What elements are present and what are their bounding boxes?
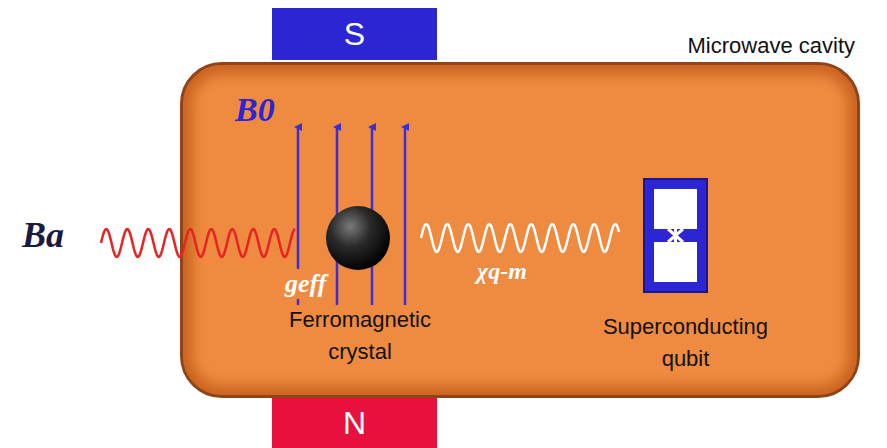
sphere — [326, 206, 390, 270]
qubit-pad — [654, 242, 697, 282]
coupling-label: χq-m — [477, 258, 527, 285]
field-line — [404, 127, 407, 305]
magnet-pole-label: S — [344, 18, 365, 50]
qubit-chip: Superconducting qubit — [643, 178, 708, 293]
microwave-cavity: Microwave cavityFerromagnetic crystalSup… — [180, 62, 860, 398]
connector-layer — [183, 65, 857, 395]
magnet-pole-label: N — [343, 407, 366, 439]
qubit-graphic — [643, 178, 708, 293]
qubit-pad — [654, 189, 697, 229]
sphere-graphic — [325, 205, 391, 271]
qubit-label: Superconducting qubit — [588, 311, 783, 375]
cavity-illustration — [183, 65, 857, 395]
junction-cross — [668, 229, 683, 242]
magnet-south: S — [272, 8, 437, 60]
magnet-north: N — [272, 398, 437, 448]
field-symbol: B0 — [235, 91, 275, 129]
cavity-title: Microwave cavity — [688, 33, 855, 59]
qubit-frame — [644, 179, 707, 292]
coupling-wave — [421, 224, 619, 252]
crystal-label: Ferromagnetic crystal — [275, 304, 445, 368]
incoming-wave — [101, 229, 295, 257]
drive-field-symbol: Ba — [22, 214, 64, 256]
coupling-symbol: geff — [283, 269, 328, 299]
ferromagnetic-sphere: Ferromagnetic crystal — [325, 205, 391, 271]
junction-cross — [668, 229, 683, 242]
